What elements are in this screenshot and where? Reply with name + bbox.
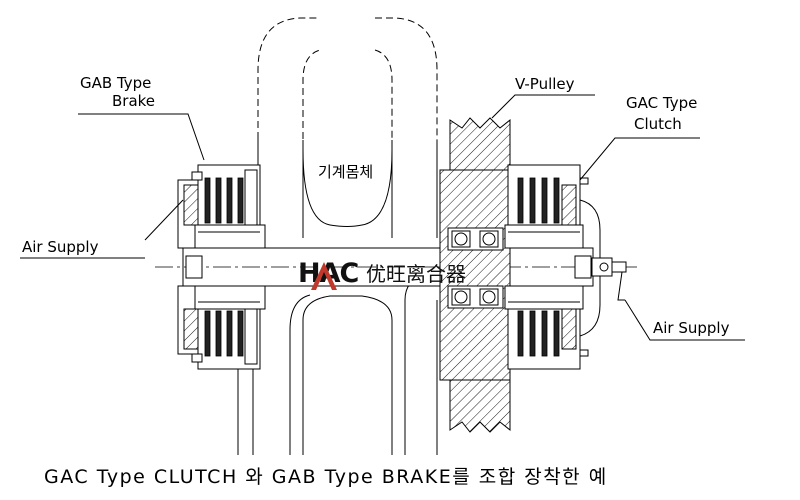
label-brake-line1: GAB Type <box>80 74 151 92</box>
leader-lines <box>20 94 745 341</box>
shaft <box>155 247 640 287</box>
label-brake-line2: Brake <box>112 92 155 110</box>
logo-chinese-name: 优旺离合器 <box>366 262 466 286</box>
drawing-caption: GAC Type CLUTCH 와 GAB Type BRAKE를 조합 장착한… <box>44 466 608 488</box>
label-air-supply-left: Air Supply <box>22 238 99 256</box>
gab-brake-unit <box>177 164 266 370</box>
label-v-pulley: V-Pulley <box>515 75 575 93</box>
hac-logo: HAC 优旺离合器 <box>298 258 466 290</box>
gac-clutch-unit <box>504 164 627 370</box>
label-machine-body: 기계몸체 <box>318 163 373 181</box>
label-air-supply-right: Air Supply <box>653 319 730 337</box>
label-clutch-line2: Clutch <box>634 115 682 133</box>
v-pulley <box>439 117 511 433</box>
label-clutch-line1: GAC Type <box>626 94 697 112</box>
logo-accent-chevron <box>311 262 337 290</box>
machine-body-frame <box>237 17 438 455</box>
